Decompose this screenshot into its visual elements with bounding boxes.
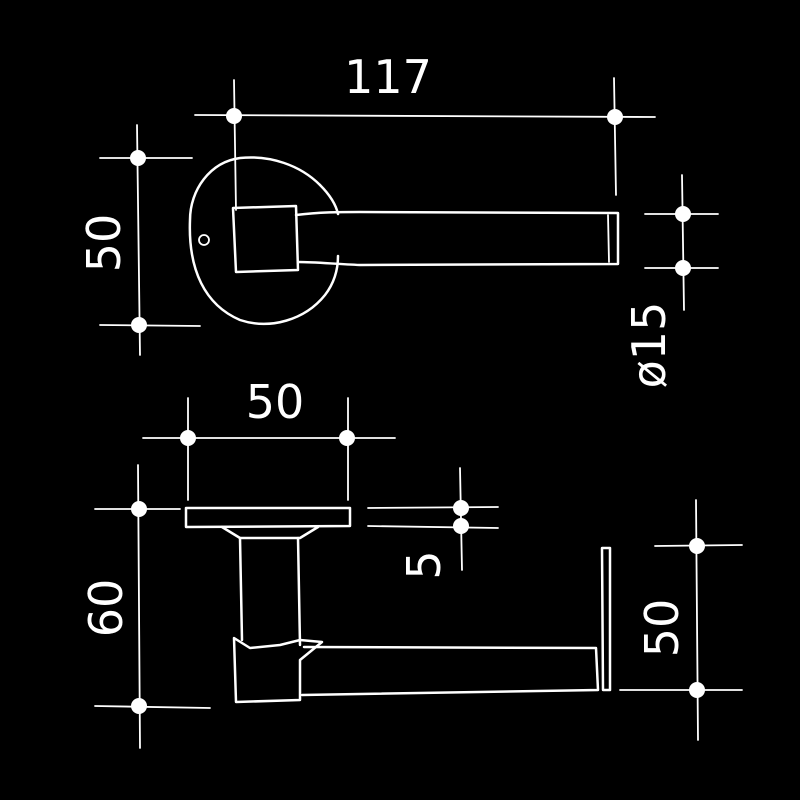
dim-15-label: ø15 xyxy=(622,302,676,389)
dim-top-50-ext-bottom xyxy=(99,324,201,327)
dim-15-line xyxy=(681,174,685,311)
bottom-view: 50 5 60 50 xyxy=(79,375,743,749)
dim-60-label: 60 xyxy=(79,579,133,638)
bottom-stem-left xyxy=(238,536,244,642)
dim-15-dot-bottom xyxy=(675,260,691,276)
dim-117-ext-right xyxy=(613,77,617,196)
dim-5-dot-bottom xyxy=(453,518,469,534)
dim-top-50-dot-top xyxy=(130,150,146,166)
bottom-rose-plate xyxy=(184,506,352,529)
dim-bottom-50-dot-right xyxy=(339,430,355,446)
dim-60-dot-bottom xyxy=(131,698,147,714)
top-lever xyxy=(294,210,620,267)
bottom-stem-flange xyxy=(220,525,320,540)
dim-60-dot-top xyxy=(131,501,147,517)
dim-117-dot-left xyxy=(226,108,242,124)
dim-5-label: 5 xyxy=(397,550,451,579)
dim-117-line xyxy=(194,114,656,118)
dim-bottom-50-dot-left xyxy=(180,430,196,446)
dim-5-ext-bottom xyxy=(367,525,499,529)
top-view: 117 50 ø15 xyxy=(77,50,719,389)
dim-60-ext-bottom xyxy=(94,705,211,709)
dim-117-label: 117 xyxy=(344,50,432,104)
bottom-end-plate xyxy=(600,546,612,692)
dim-5-ext-top xyxy=(367,506,499,509)
bottom-lever xyxy=(300,645,600,697)
dim-bottom-right-50-label: 50 xyxy=(635,599,689,658)
dim-117-dot-right xyxy=(607,109,623,125)
dim-top-50-dot-bottom xyxy=(131,317,147,333)
dim-bottom-50-label: 50 xyxy=(246,375,305,429)
bottom-knuckle xyxy=(232,636,324,704)
top-screw-hole xyxy=(198,234,210,246)
top-lever-end xyxy=(607,214,610,263)
bottom-stem-right xyxy=(296,536,302,647)
dim-top-50-label: 50 xyxy=(77,214,131,273)
dim-bottom-right-50-dot-top xyxy=(689,538,705,554)
dim-bottom-right-50-dot-bottom xyxy=(689,682,705,698)
dim-15-dot-top xyxy=(675,206,691,222)
top-rose-outline xyxy=(188,156,340,326)
dim-117-ext-left xyxy=(233,79,237,211)
top-neck xyxy=(231,204,300,274)
dim-5-dot-top xyxy=(453,500,469,516)
